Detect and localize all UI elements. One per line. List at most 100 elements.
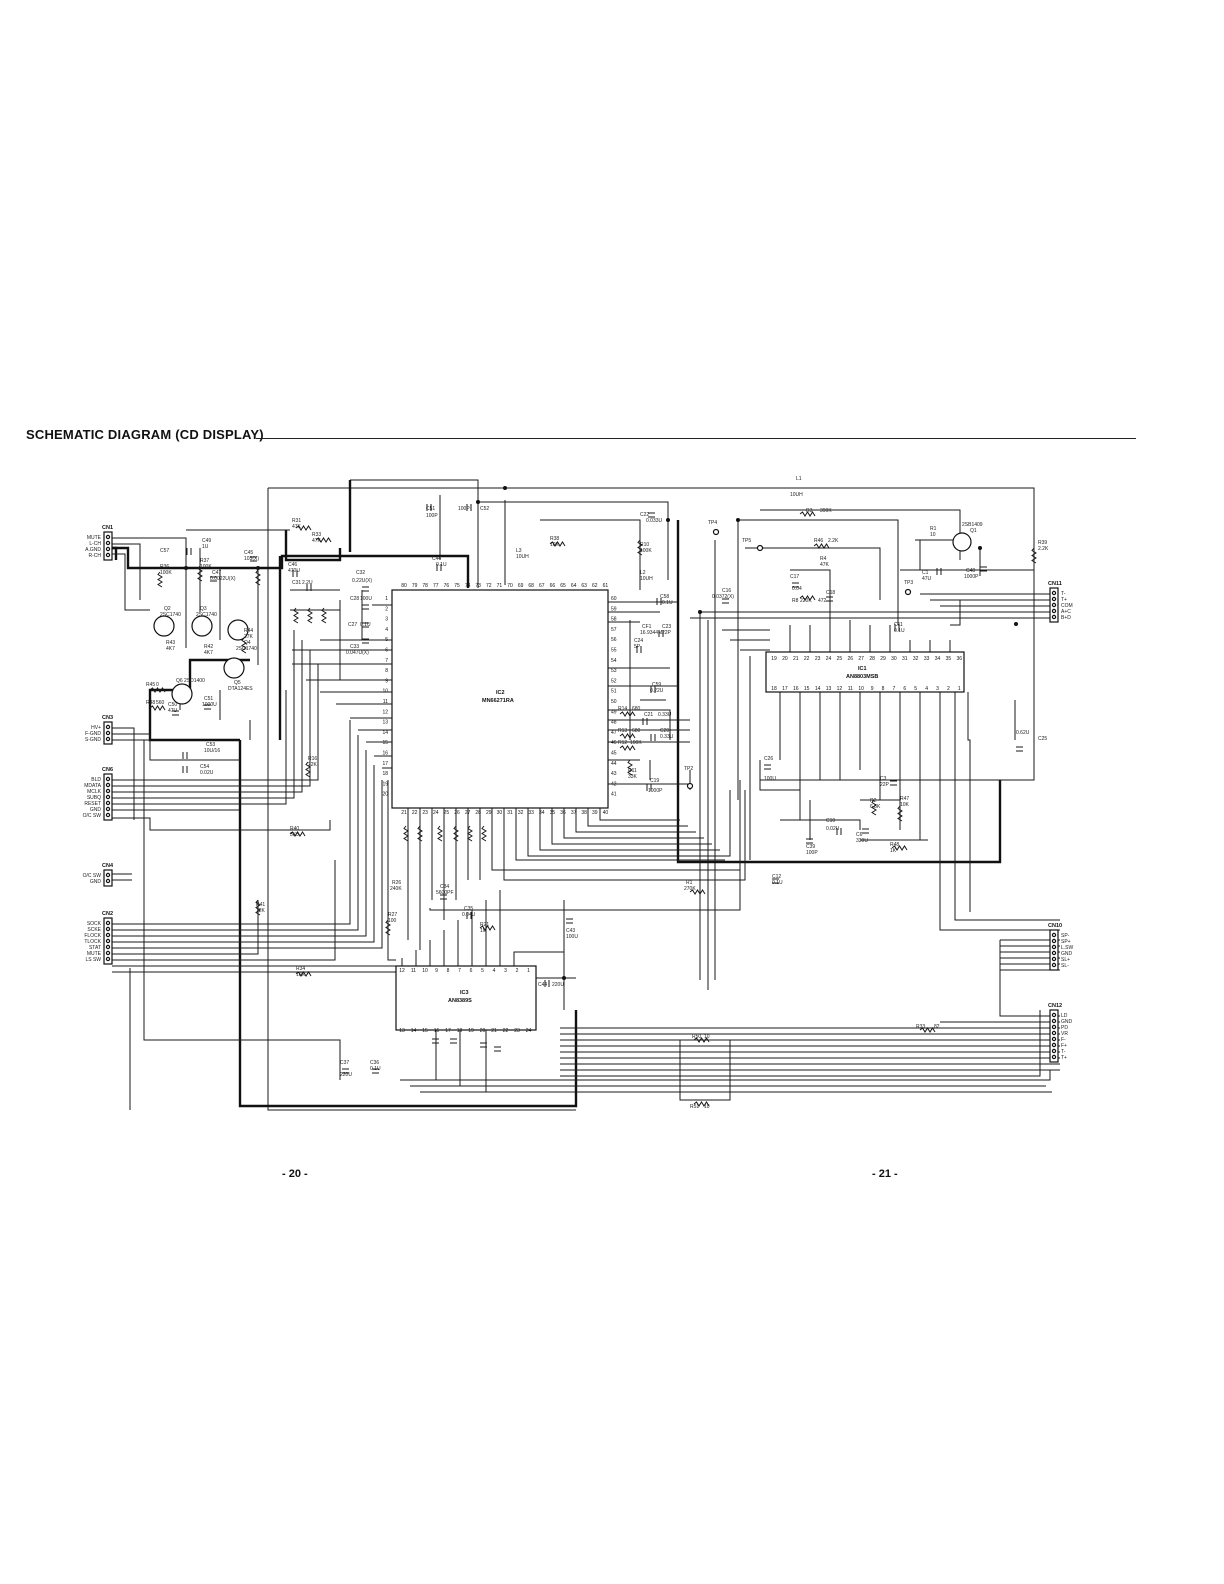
component-label-q4: Q4 (244, 640, 251, 646)
ic3_pins_bottom-pin: 24 (526, 1028, 532, 1034)
resistor-symbol (403, 825, 409, 842)
capacitor-symbol (566, 918, 573, 924)
ic1_pins_bottom-pin: 7 (893, 686, 896, 692)
component-label-c53: C53 (206, 742, 215, 748)
cn12-ref: CN12 (1048, 1003, 1062, 1009)
component-label-c47v: 0.0022U(X) (210, 576, 236, 582)
component-label-l2: L2 (640, 570, 646, 576)
resistor-symbol (289, 831, 306, 837)
component-label-r8: R8 (792, 598, 799, 604)
ic3_pins_bottom-pin: 22 (503, 1028, 509, 1034)
component-label-c52v: 100P (458, 506, 470, 512)
ic2_pins_right-pin: 48 (611, 720, 617, 726)
resistor-symbol (315, 537, 332, 543)
cn2-pin-label: MUTE (87, 951, 102, 957)
component-label-c51v: 100P (426, 513, 438, 519)
ic3_pins_top-pin: 10 (422, 968, 428, 974)
capacitor-symbol (658, 630, 664, 637)
ic2_pins_top-pin: 64 (571, 583, 577, 589)
connectors: CN1MUTEL-CHA.GNDR-CHCN3HV+F-GNDS-GNDCN6B… (83, 525, 1074, 1063)
component-label-c45: C45 (244, 550, 253, 556)
capacitor-symbol (890, 780, 897, 786)
component-label-r21: R21 (480, 922, 489, 928)
component-label-c33v: 0.047U(X) (346, 650, 369, 656)
ic2_pins_top-pin: 75 (454, 583, 460, 589)
cn3-pin-label: HV+ (91, 725, 101, 731)
capacitor-symbol (172, 710, 179, 716)
resistor-symbol (897, 805, 903, 822)
ic1_pins_bottom-pin: 2 (947, 686, 950, 692)
capacitor-symbol (362, 586, 369, 592)
capacitor-symbol (792, 582, 799, 588)
resistor-symbol (619, 745, 636, 751)
cn1-pin-label: MUTE (87, 535, 102, 541)
component-label-r10: R10 (640, 542, 649, 548)
ic2_pins_right-pin: 52 (611, 678, 617, 684)
ic2_pins_bottom-pin: 33 (528, 810, 534, 816)
ic2_pins_bottom-pin: 32 (518, 810, 524, 816)
ic1_pins_top-pin: 36 (957, 656, 963, 662)
transistor-q3-symbol (191, 615, 213, 637)
cn2-pin-label: SOCK (87, 921, 102, 927)
resistor-symbol (295, 971, 312, 977)
component-label-r14v: 680 (632, 706, 641, 712)
ic2_pins_right-pin: 57 (611, 627, 617, 633)
capacitor-symbol (362, 604, 369, 610)
ic2_pins_bottom-pin: 31 (507, 810, 513, 816)
ic2_pins_bottom-pin: 28 (475, 810, 481, 816)
ic2_pins_left-pin: 20 (382, 792, 388, 798)
ic1_pins_top-pin: 31 (902, 656, 908, 662)
capacitor-symbol (980, 566, 987, 572)
cn10-pin-label: GND (1061, 951, 1073, 957)
component-label-c21v: 0.33U (658, 712, 672, 718)
component-label-c12: C12 (772, 874, 781, 880)
component-label-c20v: 0.33U (660, 734, 674, 740)
ic2_pins_bottom-pin: 30 (497, 810, 503, 816)
ic2_pins_left-pin: 15 (382, 740, 388, 746)
component-label-c46: C46 (288, 562, 297, 568)
component-label-c32: C32 (356, 570, 365, 576)
component-label-q1p: 2SB1409 (962, 522, 983, 528)
resistor-symbol (385, 919, 391, 936)
component-label-r48: R48 (146, 700, 155, 706)
capacitor-symbol (862, 828, 869, 834)
ic3_pins_bottom-pin: 15 (422, 1028, 428, 1034)
ic2_pins_left-pin: 17 (382, 761, 388, 767)
ic2_pins_left-pin: 3 (385, 617, 388, 623)
component-label-c44b: C44 (432, 556, 441, 562)
ic3_pins_bottom-pin: 19 (468, 1028, 474, 1034)
component-label-c43: C43 (566, 928, 575, 934)
ic2_pins_left-pin: 8 (385, 668, 388, 674)
cn12-pin-label: T+ (1061, 1055, 1067, 1061)
ic2_pins_top-pin: 70 (507, 583, 513, 589)
capacitor-symbol (480, 1042, 487, 1048)
ic1_pins_bottom-pin: 13 (826, 686, 832, 692)
ic3-ref: IC3 (460, 990, 469, 996)
resistor-symbol (149, 687, 166, 693)
ic2_pins_left-pin: 1 (385, 596, 388, 602)
component-label-c22v: 0.033U (646, 518, 663, 524)
ic2_pins_bottom-pin: 39 (592, 810, 598, 816)
cn3-pin-label: F-GND (85, 731, 101, 737)
component-label-q6: Q6 (176, 678, 183, 684)
ic3_pins_top-pin: 12 (399, 968, 405, 974)
component-label-c54v: 0.02U (200, 770, 214, 776)
component-label-r41v: 12K (256, 908, 266, 914)
ic1_pins_top-pin: 35 (946, 656, 952, 662)
component-label-r33b: R33 (312, 532, 321, 538)
resistor-symbol (871, 799, 877, 816)
cn11-pin-label: COM (1061, 603, 1073, 609)
capacitor-symbol (648, 512, 655, 518)
component-label-c31v: 2.2U (302, 580, 313, 586)
component-label-c45v: 103(X) (244, 556, 259, 562)
capacitor-symbol (544, 980, 550, 987)
component-label-l1v: 10UH (790, 492, 803, 498)
resistor-symbol (481, 825, 487, 842)
component-label-c27v: 0.1U (360, 622, 371, 628)
component-label-c50: C50 (168, 702, 177, 708)
ic1_pins_top-pin: 28 (869, 656, 875, 662)
component-label-c3: C3 (880, 776, 887, 782)
cn1-pin-label: L-CH (89, 541, 101, 547)
cn12-pin-label: LD (1061, 1013, 1068, 1019)
